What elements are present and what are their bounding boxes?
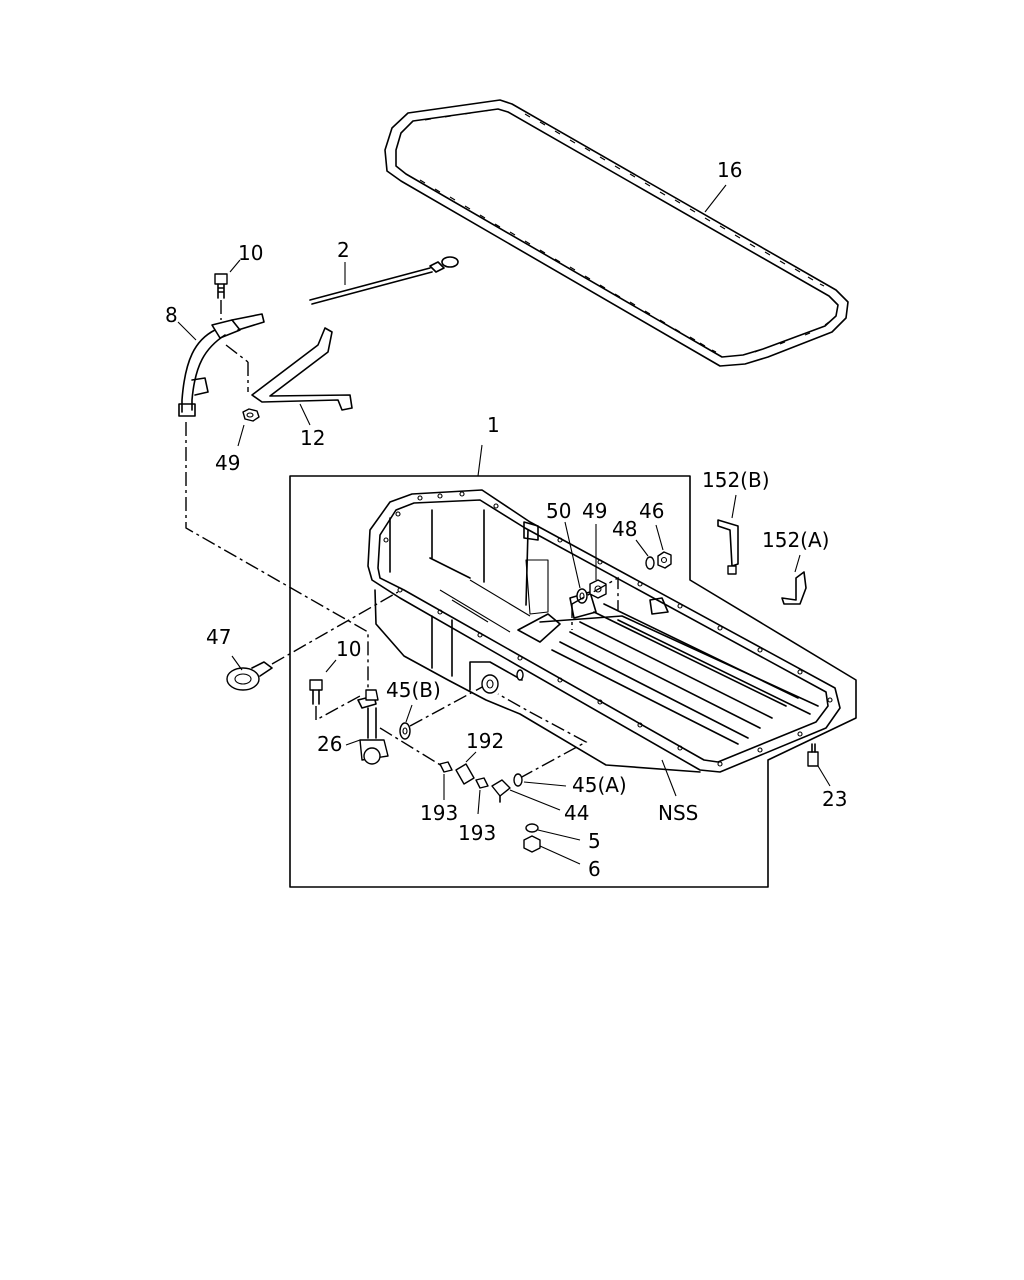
dipstick (309, 256, 459, 305)
clip-193-left (439, 761, 453, 800)
nut-46 (655, 524, 672, 569)
assembly-frame (289, 444, 857, 888)
drain-boss (481, 669, 524, 694)
bolt-23 (807, 743, 831, 787)
eye-fitting-47 (226, 591, 399, 691)
label-6: 6 (588, 857, 601, 881)
label-50: 50 (546, 499, 571, 523)
label-10-top: 10 (238, 241, 263, 265)
label-49-right: 49 (582, 499, 607, 523)
washer-48 (635, 539, 655, 570)
clip-193-right (475, 777, 489, 815)
label-192: 192 (466, 729, 504, 753)
label-193-left: 193 (420, 801, 458, 825)
plug-6 (523, 835, 581, 865)
label-5: 5 (588, 829, 601, 853)
sensor-26 (345, 689, 389, 765)
callout-labels: 16 2 10 8 12 49 1 152(B) 152(A) 50 49 48… (165, 158, 847, 881)
label-26: 26 (317, 732, 342, 756)
label-16: 16 (717, 158, 742, 182)
label-48: 48 (612, 517, 637, 541)
tube-assembly-line (185, 422, 369, 700)
nut-49-left (237, 408, 260, 447)
label-46: 46 (639, 499, 664, 523)
label-193-right: 193 (458, 821, 496, 845)
bracket-152a (781, 554, 807, 605)
label-44: 44 (564, 801, 589, 825)
plug-50 (564, 521, 588, 604)
label-23: 23 (822, 787, 847, 811)
label-45b: 45(B) (386, 678, 441, 702)
label-45a: 45(A) (572, 773, 627, 797)
label-49-left: 49 (215, 451, 240, 475)
stud-dash-lines (571, 576, 619, 630)
fitting-44 (491, 779, 561, 811)
label-8: 8 (165, 303, 178, 327)
bolt-10-top (214, 259, 241, 320)
oil-pan-gasket (384, 99, 849, 367)
washer-45a (513, 773, 567, 787)
bracket-12 (225, 327, 353, 426)
label-1: 1 (487, 413, 500, 437)
label-2: 2 (337, 238, 350, 262)
label-47: 47 (206, 625, 231, 649)
label-12: 12 (300, 426, 325, 450)
dipstick-guide-tube (177, 313, 265, 417)
bracket-152b (717, 494, 739, 575)
drain-assembly-line (379, 693, 588, 779)
bolt-10-middle (309, 659, 361, 722)
washer-45b (399, 685, 485, 740)
gasket-5 (525, 823, 581, 841)
label-152a: 152(A) (762, 528, 829, 552)
label-152b: 152(B) (702, 468, 770, 492)
label-nss: NSS (658, 801, 698, 825)
hose-192 (455, 751, 477, 785)
oil-pan (367, 489, 841, 797)
label-10-middle: 10 (336, 637, 361, 661)
